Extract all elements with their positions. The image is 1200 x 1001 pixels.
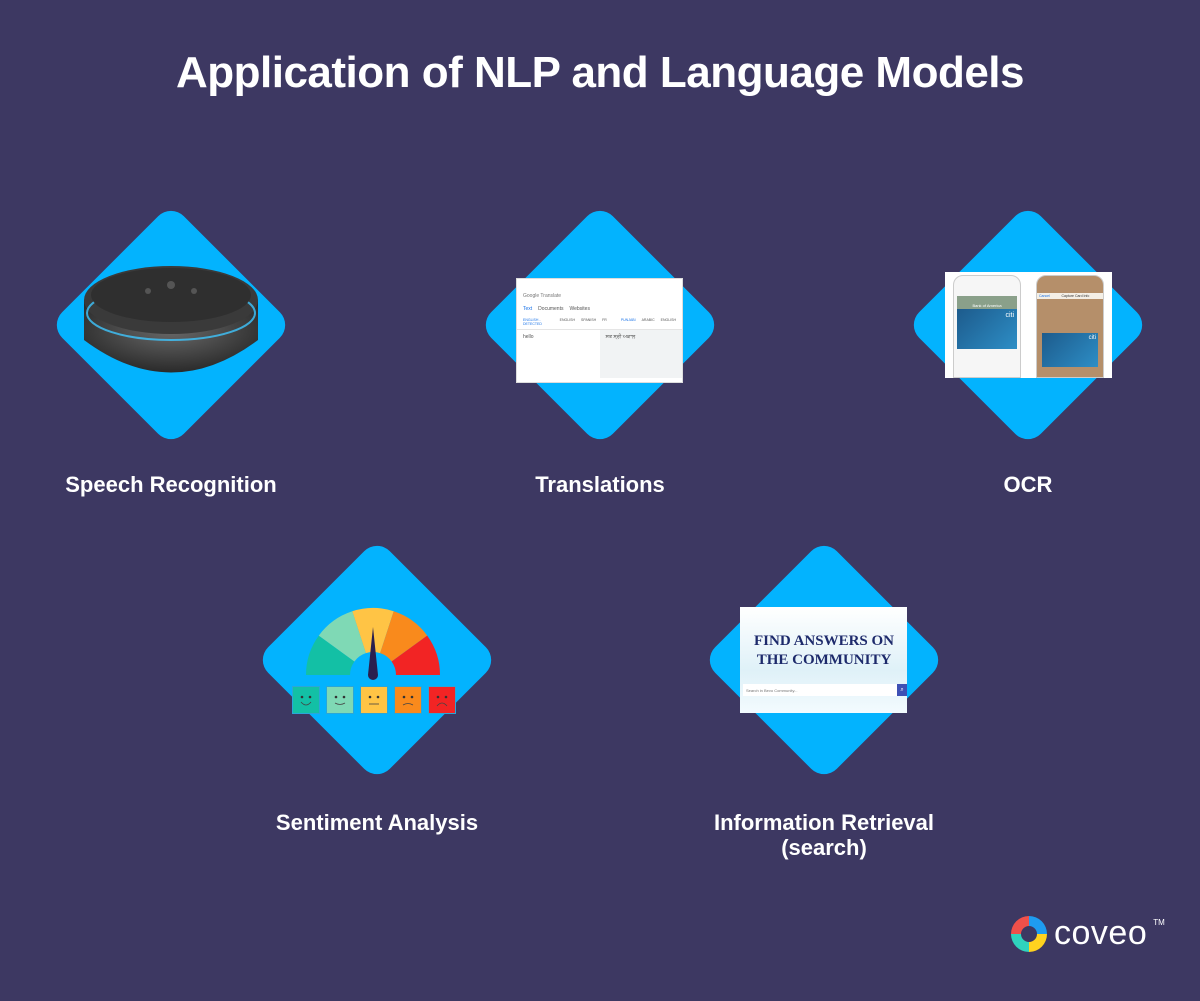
label-speech-recognition: Speech Recognition <box>65 472 277 497</box>
trademark: TM <box>1153 918 1165 927</box>
tab-text[interactable]: Text <box>523 306 533 312</box>
gauge-segment-very-positive <box>306 635 355 675</box>
label-ocr: OCR <box>1003 472 1053 497</box>
search-icon[interactable]: ⌕ <box>897 684 907 696</box>
coveo-logo-icon <box>1011 915 1047 952</box>
face-frown-icon <box>428 686 456 714</box>
coveo-logo: coveo TM <box>1010 914 1165 953</box>
citi-card: citi <box>957 309 1017 349</box>
ocr-screenshot: Bank of America citi Cancel Capture Card… <box>945 272 1112 378</box>
gauge-segment-negative <box>380 611 428 662</box>
tgt-lang[interactable]: PUNJABI <box>620 318 636 322</box>
tgt-lang[interactable]: ARABIC <box>641 318 655 322</box>
gauge-needle <box>368 627 378 680</box>
translate-app-name: Google Translate <box>523 293 562 299</box>
label-line: (search) <box>781 835 867 860</box>
label-information-retrieval: Information Retrieval (search) <box>664 810 984 860</box>
tab-documents[interactable]: Documents <box>538 306 564 312</box>
gauge-segment-very-negative <box>391 635 440 675</box>
face-smile-icon <box>292 686 320 714</box>
captured-card: citi <box>1042 333 1098 367</box>
capture-header: Capture Card Info <box>1061 294 1090 298</box>
label-sentiment-analysis: Sentiment Analysis <box>275 810 479 835</box>
src-lang[interactable]: ENGLISH <box>559 318 576 322</box>
tgt-lang[interactable]: ENGLISH <box>660 318 676 322</box>
gauge-segment-positive <box>318 611 366 662</box>
community-search-input[interactable] <box>743 684 897 696</box>
page-title: Application of NLP and Language Models <box>175 48 1025 97</box>
community-search-screenshot: FIND ANSWERS ON THE COMMUNITY ⌕ <box>740 607 907 713</box>
tab-websites[interactable]: Websites <box>569 306 590 312</box>
google-translate-screenshot: Google Translate Text Documents Websites… <box>516 278 683 383</box>
face-slight-frown-icon <box>394 686 422 714</box>
bank-card: Bank of America <box>957 296 1017 310</box>
cancel-link[interactable]: Cancel <box>1039 294 1050 298</box>
smart-speaker-image <box>84 266 258 373</box>
src-lang[interactable]: FR <box>602 318 607 322</box>
coveo-wordmark: coveo <box>1054 914 1148 952</box>
sentiment-gauge <box>306 608 440 680</box>
face-slight-smile-icon <box>326 686 354 714</box>
translated-text: ਸਤ ਸ੍ਰੀ ਅਕਾਲ <box>599 330 682 378</box>
community-heading: FIND ANSWERS ON THE COMMUNITY <box>753 633 895 668</box>
face-neutral-icon <box>360 686 388 714</box>
label-line: Information Retrieval <box>713 810 935 835</box>
src-lang-detected[interactable]: ENGLISH - DETECTED <box>523 318 542 326</box>
label-translations: Translations <box>535 472 665 497</box>
src-lang[interactable]: SPANISH <box>581 318 597 322</box>
source-text[interactable]: hello <box>523 334 534 340</box>
